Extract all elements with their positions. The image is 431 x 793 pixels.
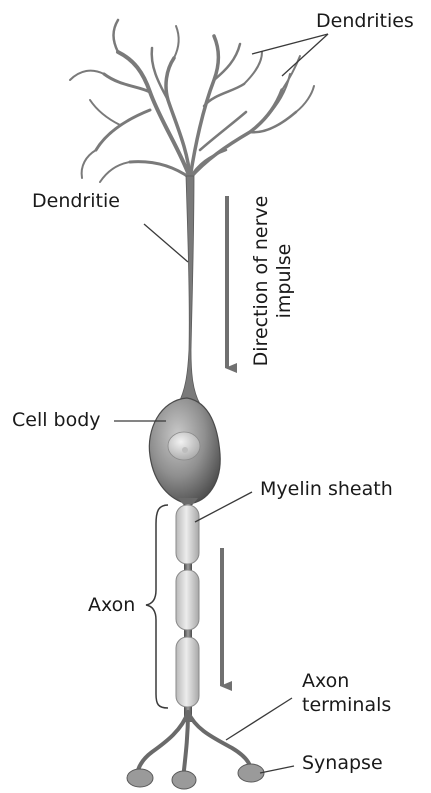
myelin-sheath — [176, 505, 199, 707]
synapse-knob — [127, 769, 153, 787]
label-axon-terminals-line2: terminals — [302, 694, 391, 717]
synapse-knob — [172, 771, 196, 789]
myelin-segment — [176, 505, 199, 564]
label-myelin-sheath: Myelin sheath — [260, 478, 393, 501]
dendritie-leader — [144, 224, 188, 262]
nucleus — [168, 432, 200, 460]
myelin-segment — [176, 570, 199, 630]
dendrite-trunk — [178, 176, 200, 404]
label-axon: Axon — [88, 594, 135, 617]
axon-terminals-leader — [226, 698, 292, 740]
synapse-knobs — [127, 764, 264, 789]
synapse-leader — [260, 766, 294, 773]
label-cell-body: Cell body — [12, 409, 101, 432]
nucleolus — [182, 447, 188, 453]
axon-terminals — [138, 712, 250, 770]
direction-label-line1: Direction of nerve — [250, 196, 273, 367]
direction-label: Direction of nerve impulse — [248, 181, 298, 381]
myelin-segment — [176, 637, 199, 707]
dendrite-tree — [70, 20, 314, 182]
label-dendrities: Dendrities — [316, 10, 414, 33]
axon-brace — [146, 505, 168, 708]
label-axon-terminals-line1: Axon — [302, 670, 349, 693]
direction-label-line2: impulse — [273, 196, 296, 367]
label-synapse: Synapse — [302, 752, 383, 775]
label-dendritie: Dendritie — [32, 190, 120, 213]
